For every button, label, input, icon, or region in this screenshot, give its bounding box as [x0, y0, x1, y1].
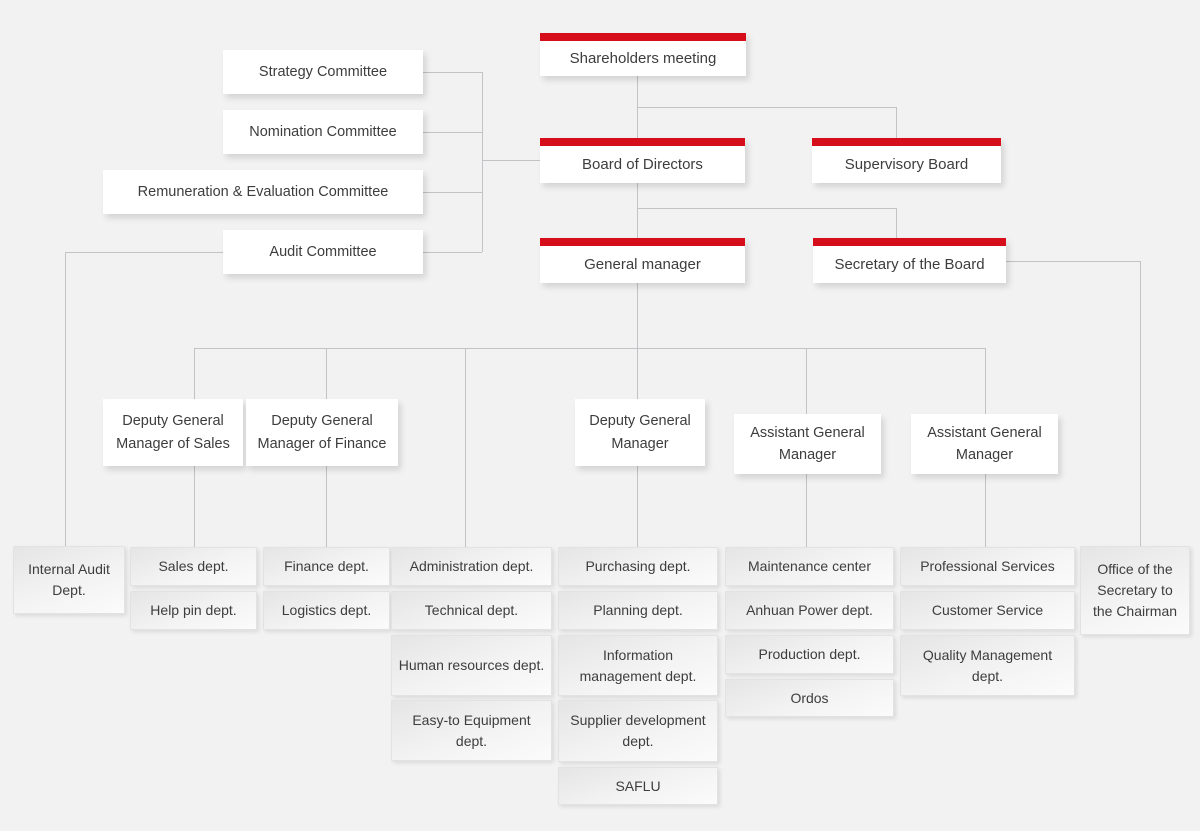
node-technical-dept: Technical dept. — [391, 591, 552, 630]
node-secretary-of-the-board: Secretary of the Board — [813, 238, 1006, 283]
connector-line — [194, 348, 985, 349]
node-sales-dept: Sales dept. — [130, 547, 257, 586]
node-office-of-the-secretary-to-the-chairman: Office of the Secretary to the Chairman — [1080, 546, 1190, 635]
connector-line — [1006, 261, 1140, 262]
node-deputy-general-manager-of-finance: Deputy General Manager of Finance — [246, 399, 398, 466]
connector-line — [637, 183, 638, 238]
node-supervisory-board: Supervisory Board — [812, 138, 1001, 183]
node-shareholders-meeting: Shareholders meeting — [540, 33, 746, 76]
node-maintenance-center: Maintenance center — [725, 547, 894, 586]
node-deputy-general-manager-of-sales: Deputy General Manager of Sales — [103, 399, 243, 466]
node-strategy-committee: Strategy Committee — [223, 50, 423, 94]
node-audit-committee: Audit Committee — [223, 230, 423, 274]
connector-line — [423, 192, 482, 193]
node-logistics-dept: Logistics dept. — [263, 591, 390, 630]
node-internal-audit-dept: Internal Audit Dept. — [13, 546, 125, 614]
node-information-management-dept: Information management dept. — [558, 635, 718, 696]
connector-line — [423, 252, 482, 253]
node-supplier-development-dept: Supplier development dept. — [558, 700, 718, 762]
node-production-dept: Production dept. — [725, 635, 894, 674]
connector-line — [65, 252, 66, 547]
connector-line — [1140, 261, 1141, 547]
connector-line — [423, 72, 482, 73]
connector-line — [423, 132, 482, 133]
connector-line — [482, 160, 540, 161]
node-general-manager: General manager — [540, 238, 745, 283]
node-administration-dept: Administration dept. — [391, 547, 552, 586]
node-assistant-general-manager-1: Assistant General Manager — [734, 414, 881, 474]
node-help-pin-dept: Help pin dept. — [130, 591, 257, 630]
node-assistant-general-manager-2: Assistant General Manager — [911, 414, 1058, 474]
connector-line — [465, 348, 466, 547]
node-remuneration-evaluation-committee: Remuneration & Evaluation Committee — [103, 170, 423, 214]
connector-line — [896, 107, 897, 138]
node-easy-to-equipment-dept: Easy-to Equipment dept. — [391, 700, 552, 761]
node-anhuan-power-dept: Anhuan Power dept. — [725, 591, 894, 630]
node-quality-management-dept: Quality Management dept. — [900, 635, 1075, 696]
node-customer-service: Customer Service — [900, 591, 1075, 630]
node-ordos: Ordos — [725, 679, 894, 717]
connector-line — [65, 252, 223, 253]
node-finance-dept: Finance dept. — [263, 547, 390, 586]
node-saflu: SAFLU — [558, 767, 718, 805]
node-board-of-directors: Board of Directors — [540, 138, 745, 183]
node-planning-dept: Planning dept. — [558, 591, 718, 630]
node-nomination-committee: Nomination Committee — [223, 110, 423, 154]
node-deputy-general-manager: Deputy General Manager — [575, 399, 705, 466]
node-human-resources-dept: Human resources dept. — [391, 635, 552, 696]
connector-line — [637, 208, 896, 209]
node-professional-services: Professional Services — [900, 547, 1075, 586]
connector-line — [637, 283, 638, 348]
connector-line — [896, 208, 897, 238]
node-purchasing-dept: Purchasing dept. — [558, 547, 718, 586]
connector-line — [482, 72, 483, 252]
connector-line — [637, 107, 896, 108]
